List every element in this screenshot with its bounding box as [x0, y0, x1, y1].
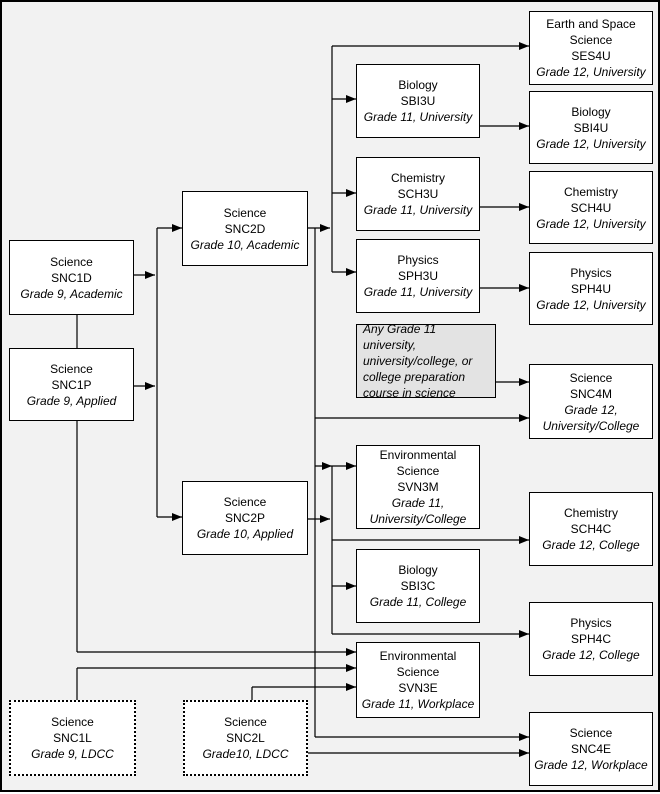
- course-grade: Grade 11, Workplace: [361, 697, 475, 711]
- course-subject: Science: [50, 361, 93, 376]
- course-sch3u: Chemistry SCH3U Grade 11, University: [356, 157, 480, 231]
- course-subject: Science: [223, 205, 267, 220]
- course-grade: Grade 10, Applied: [196, 527, 294, 541]
- course-grade: University/College: [542, 418, 640, 433]
- course-code: SCH4C: [570, 522, 612, 536]
- course-subject: Science: [569, 726, 613, 740]
- course-grade: Grade 10, Academic: [190, 237, 300, 252]
- course-grade: Grade 11, College: [369, 595, 467, 609]
- course-grade: Grade 12, University: [536, 136, 646, 151]
- course-code: SNC4M: [569, 386, 612, 401]
- course-subject: Chemistry: [563, 506, 618, 520]
- course-grade: Grade 12, University: [536, 216, 646, 231]
- course-subject: Physics: [570, 265, 612, 280]
- course-grade: Grade 9, LDCC: [31, 747, 114, 761]
- course-subject: Chemistry: [563, 184, 618, 199]
- course-subject: Biology: [398, 78, 438, 92]
- course-subject: Environmental: [379, 649, 457, 663]
- course-snc4e: Science SNC4E Grade 12, Workplace: [529, 712, 653, 786]
- course-grade: Grade 12, University: [536, 65, 646, 79]
- course-grade: Grade 9, Applied: [26, 393, 117, 408]
- course-grade: Grade 12, Workplace: [534, 758, 648, 772]
- course-ses4u: Earth and Space Science SES4U Grade 12, …: [529, 11, 653, 85]
- note-line: university/college, or: [363, 354, 473, 368]
- course-grade: Grade 11, University: [363, 203, 473, 217]
- course-subject: Science: [569, 370, 613, 385]
- course-subject: Earth and Space: [546, 17, 636, 31]
- course-subject: Biology: [398, 563, 438, 577]
- course-grade: Grade 9, Academic: [20, 286, 123, 301]
- course-grade: Grade 11,: [391, 496, 445, 510]
- course-grade: Grade 12, University: [536, 297, 646, 312]
- course-subject: Science: [396, 464, 440, 478]
- course-code: SNC1L: [53, 731, 92, 745]
- course-sph4u: Physics SPH4U Grade 12, University: [529, 252, 653, 325]
- course-code: SVN3E: [398, 681, 438, 695]
- course-grade: Grade 12, College: [542, 648, 640, 662]
- course-code: SVN3M: [397, 480, 439, 494]
- note-line: college preparation: [363, 370, 466, 384]
- course-code: SNC4E: [570, 742, 611, 756]
- course-sbi3u: Biology SBI3U Grade 11, University: [356, 64, 480, 138]
- course-grade: Grade 12, College: [542, 538, 640, 552]
- course-code: SCH3U: [397, 187, 439, 201]
- course-code: SPH4U: [570, 281, 611, 296]
- course-sbi3c: Biology SBI3C Grade 11, College: [356, 549, 480, 623]
- course-code: SPH4C: [570, 632, 611, 646]
- course-sch4c: Chemistry SCH4C Grade 12, College: [529, 492, 653, 566]
- course-subject: Science: [50, 254, 93, 269]
- course-grade: Grade 12,: [564, 402, 618, 417]
- course-snc4m: Science SNC4M Grade 12, University/Colle…: [529, 364, 653, 439]
- course-code: SPH3U: [397, 269, 438, 283]
- course-code: SES4U: [571, 49, 611, 63]
- course-sch4u: Chemistry SCH4U Grade 12, University: [529, 171, 653, 244]
- course-subject: Science: [51, 715, 94, 729]
- course-snc2d: Science SNC2D Grade 10, Academic: [182, 191, 308, 266]
- course-sbi4u: Biology SBI4U Grade 12, University: [529, 91, 653, 164]
- course-code: SNC2D: [224, 221, 266, 236]
- course-snc2l: Science SNC2L Grade10, LDCC: [183, 700, 308, 776]
- course-subject: Science: [224, 715, 267, 729]
- course-subject: Physics: [570, 616, 612, 630]
- course-code: SNC2P: [224, 511, 265, 525]
- course-subject: Biology: [571, 104, 611, 119]
- course-code: SNC1D: [51, 270, 92, 285]
- grade11-prerequisite-note: Any Grade 11 university, university/coll…: [356, 322, 496, 400]
- course-svn3e: Environmental Science SVN3E Grade 11, Wo…: [356, 642, 480, 718]
- course-code: SBI4U: [573, 120, 609, 135]
- course-subject: Science: [223, 495, 267, 509]
- course-code: SBI3U: [400, 94, 436, 108]
- course-grade: Grade 11, University: [363, 110, 473, 124]
- note-line: Any Grade 11 university,: [363, 322, 437, 352]
- course-snc2p: Science SNC2P Grade 10, Applied: [182, 481, 308, 555]
- course-grade: University/College: [369, 512, 467, 526]
- note-line: course in science: [363, 386, 456, 400]
- course-sph4c: Physics SPH4C Grade 12, College: [529, 602, 653, 676]
- course-subject: Science: [569, 33, 613, 47]
- course-snc1d: Science SNC1D Grade 9, Academic: [9, 240, 134, 315]
- course-code: SNC1P: [51, 377, 92, 392]
- course-code: SNC2L: [226, 731, 265, 745]
- course-grade: Grade10, LDCC: [202, 747, 289, 761]
- course-grade: Grade 11, University: [363, 285, 473, 299]
- course-subject: Environmental: [379, 448, 457, 462]
- course-snc1p: Science SNC1P Grade 9, Applied: [9, 348, 134, 421]
- course-code: SCH4U: [570, 200, 612, 215]
- course-code: SBI3C: [400, 579, 436, 593]
- course-subject: Chemistry: [390, 171, 445, 185]
- course-snc1l: Science SNC1L Grade 9, LDCC: [9, 700, 136, 776]
- course-subject: Physics: [397, 253, 439, 267]
- course-subject: Science: [396, 665, 440, 679]
- course-sph3u: Physics SPH3U Grade 11, University: [356, 239, 480, 313]
- course-svn3m: Environmental Science SVN3M Grade 11, Un…: [356, 445, 480, 529]
